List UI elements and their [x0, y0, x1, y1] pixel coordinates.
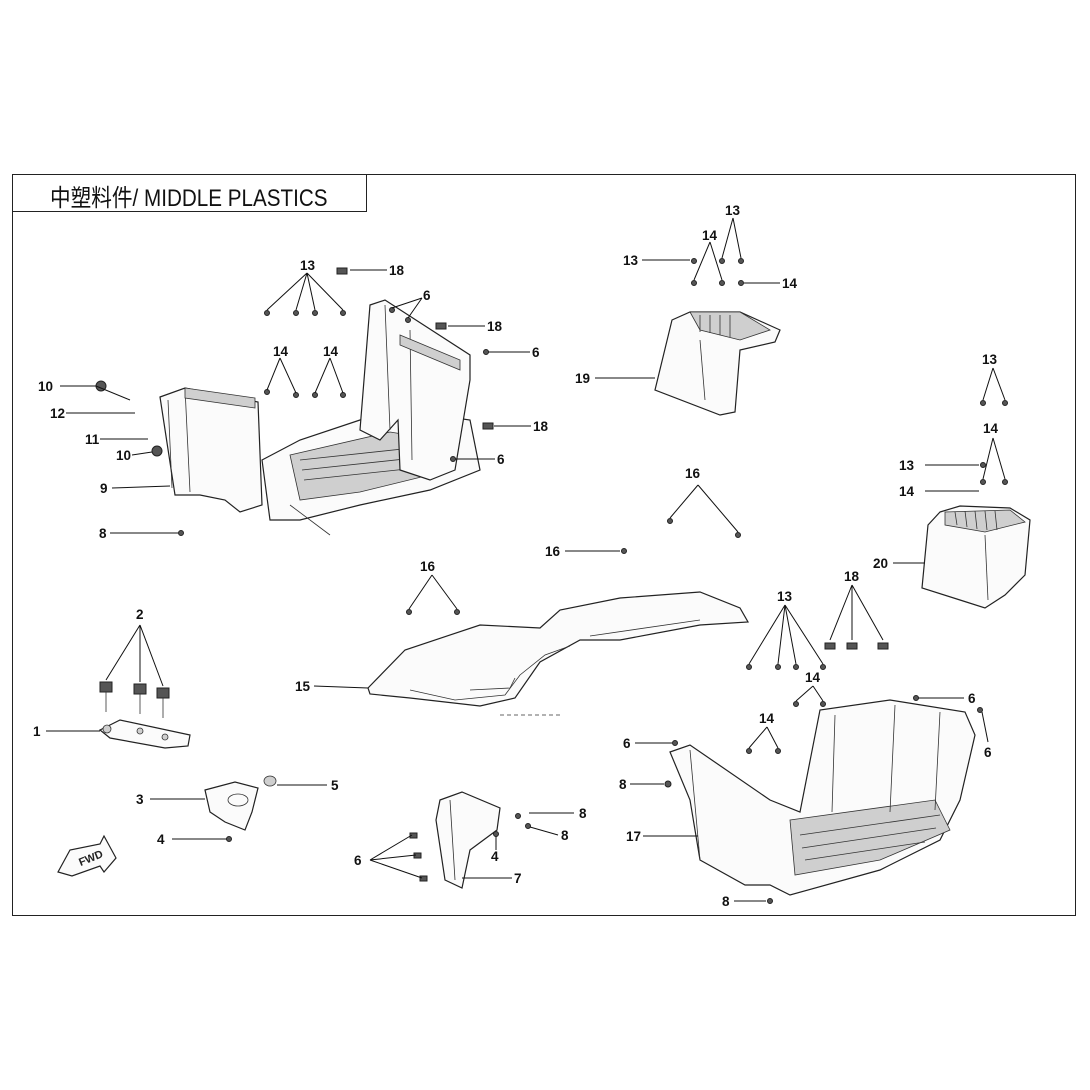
callout-14: 14 — [805, 670, 821, 685]
callout-4: 4 — [491, 849, 499, 864]
callout-4: 4 — [157, 832, 165, 847]
callout-6: 6 — [968, 691, 976, 706]
callout-3: 3 — [136, 792, 144, 807]
callout-6: 6 — [623, 736, 631, 751]
diagram-frame — [12, 174, 1076, 916]
callout-12: 12 — [50, 406, 65, 421]
callout-8: 8 — [722, 894, 730, 909]
callout-11: 11 — [85, 432, 100, 447]
callout-labels: 13 18 6 18 6 14 14 10 12 18 11 10 6 9 8 … — [33, 203, 999, 909]
callout-14: 14 — [983, 421, 999, 436]
part-17-footwell — [669, 699, 976, 896]
callout-2: 2 — [136, 607, 144, 622]
part-7-panel — [409, 791, 501, 889]
callout-15: 15 — [295, 679, 311, 694]
callout-18: 18 — [533, 419, 549, 434]
callout-8: 8 — [561, 828, 569, 843]
callout-18: 18 — [389, 263, 405, 278]
callout-14: 14 — [899, 484, 915, 499]
callout-14: 14 — [273, 344, 289, 359]
callout-10: 10 — [116, 448, 131, 463]
callout-9: 9 — [100, 481, 108, 496]
callout-5: 5 — [331, 778, 339, 793]
callout-10: 10 — [38, 379, 53, 394]
callout-6: 6 — [984, 745, 992, 760]
callout-6: 6 — [532, 345, 540, 360]
callout-8: 8 — [99, 526, 107, 541]
part-1-bracket-plate — [98, 719, 191, 749]
callout-6: 6 — [497, 452, 505, 467]
callout-16: 16 — [420, 559, 436, 574]
callout-8: 8 — [579, 806, 587, 821]
callout-16: 16 — [685, 466, 701, 481]
callout-16: 16 — [545, 544, 561, 559]
fwd-arrow-icon: FWD — [57, 834, 117, 877]
part-3-bracket — [204, 781, 259, 831]
callout-13: 13 — [777, 589, 793, 604]
callout-14: 14 — [782, 276, 798, 291]
callout-18: 18 — [844, 569, 860, 584]
title-box — [12, 174, 367, 212]
part-19-cover — [654, 311, 781, 416]
left-footwell-assembly — [159, 299, 481, 536]
part-20-cover — [921, 505, 1031, 609]
page-title: 中塑料件/ MIDDLE PLASTICS — [50, 185, 328, 212]
callout-1: 1 — [33, 724, 41, 739]
callout-17: 17 — [626, 829, 641, 844]
callout-6: 6 — [423, 288, 431, 303]
part-5-clip — [263, 775, 277, 787]
callout-19: 19 — [575, 371, 590, 386]
callout-20: 20 — [873, 556, 888, 571]
callout-13: 13 — [982, 352, 998, 367]
callout-7: 7 — [514, 871, 522, 886]
callout-8: 8 — [619, 777, 627, 792]
callout-14: 14 — [323, 344, 339, 359]
part-2-bolts — [99, 681, 170, 718]
callout-14: 14 — [702, 228, 718, 243]
callout-14: 14 — [759, 711, 775, 726]
fastener-markers — [95, 258, 1008, 904]
leader-lines — [46, 217, 1006, 902]
callout-13: 13 — [725, 203, 741, 218]
callout-13: 13 — [300, 258, 316, 273]
callout-13: 13 — [623, 253, 639, 268]
callout-13: 13 — [899, 458, 915, 473]
callout-18: 18 — [487, 319, 503, 334]
callout-6: 6 — [354, 853, 362, 868]
part-15-floor-plate — [367, 591, 749, 716]
